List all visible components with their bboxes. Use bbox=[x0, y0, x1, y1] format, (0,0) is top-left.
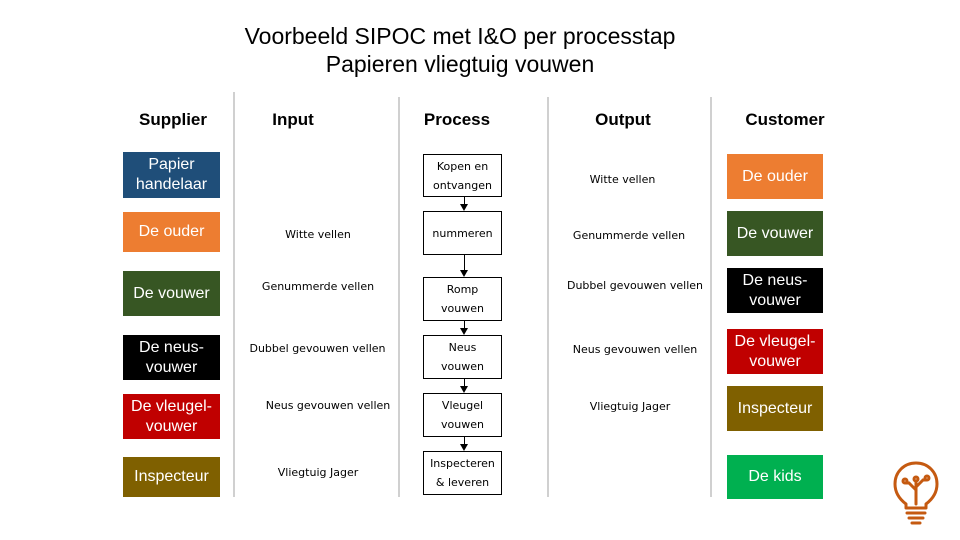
flow-arrow-line bbox=[464, 437, 465, 445]
lightbulb-icon bbox=[893, 461, 939, 525]
supplier-label: De vleugel- vouwer bbox=[131, 397, 212, 435]
flow-arrow-head bbox=[460, 386, 468, 393]
process-label: Kopen en ontvangen bbox=[433, 159, 492, 192]
input-item: Genummerde vellen bbox=[261, 280, 375, 293]
output-item: Neus gevouwen vellen bbox=[572, 343, 698, 356]
output-item: Dubbel gevouwen vellen bbox=[566, 279, 704, 292]
process-step: Inspecteren & leveren bbox=[423, 451, 502, 495]
customer-label: De vleugel- vouwer bbox=[734, 332, 816, 370]
process-step: Romp vouwen bbox=[423, 277, 502, 321]
flow-arrow-head bbox=[460, 204, 468, 211]
customer-box-de-kids: De kids bbox=[727, 455, 823, 499]
flow-arrow-head bbox=[460, 270, 468, 277]
supplier-label: Papier handelaar bbox=[135, 156, 208, 193]
supplier-label: De ouder bbox=[138, 223, 205, 240]
header-input: Input bbox=[272, 110, 314, 129]
flow-arrow-line bbox=[464, 379, 465, 387]
supplier-box-inspecteur: Inspecteur bbox=[123, 457, 220, 497]
customer-box-de-neusvouwer: De neus- vouwer bbox=[727, 268, 823, 313]
process-step: nummeren bbox=[423, 211, 502, 255]
input-item: Dubbel gevouwen vellen bbox=[249, 342, 386, 355]
column-divider bbox=[710, 97, 712, 497]
input-item: Witte vellen bbox=[285, 228, 351, 241]
customer-box-de-vleugelvouwer: De vleugel- vouwer bbox=[727, 329, 823, 374]
supplier-box-de-neusvouwer: De neus- vouwer bbox=[123, 335, 220, 380]
column-divider bbox=[398, 97, 400, 497]
supplier-label: De vouwer bbox=[133, 284, 210, 302]
supplier-box-de-ouder: De ouder bbox=[123, 212, 220, 252]
output-item: Witte vellen bbox=[589, 173, 656, 186]
customer-label: De ouder bbox=[742, 167, 808, 185]
page-subtitle: Papieren vliegtuig vouwen bbox=[325, 51, 595, 77]
flow-arrow-line bbox=[464, 197, 465, 205]
supplier-label: Inspecteur bbox=[134, 468, 209, 485]
process-label: Inspecteren & leveren bbox=[430, 457, 495, 489]
process-label: Neus vouwen bbox=[441, 341, 484, 373]
header-supplier: Supplier bbox=[138, 110, 207, 129]
customer-box-inspecteur: Inspecteur bbox=[727, 386, 823, 431]
page-title: Voorbeeld SIPOC met I&O per processtap bbox=[244, 23, 676, 49]
customer-box-de-ouder: De ouder bbox=[727, 154, 823, 199]
flow-arrow-line bbox=[464, 255, 465, 270]
customer-label: De neus- vouwer bbox=[742, 271, 808, 309]
flow-arrow-line bbox=[464, 321, 465, 329]
process-label: Vleugel vouwen bbox=[441, 399, 484, 431]
input-item: Neus gevouwen vellen bbox=[265, 399, 391, 412]
customer-label: De vouwer bbox=[736, 224, 814, 242]
flow-arrow-head bbox=[460, 444, 468, 451]
header-output: Output bbox=[595, 110, 651, 129]
process-step: Vleugel vouwen bbox=[423, 393, 502, 437]
customer-label: Inspecteur bbox=[737, 399, 813, 417]
output-item: Vliegtuig Jager bbox=[589, 400, 671, 413]
supplier-box-papier-handelaar: Papier handelaar bbox=[123, 152, 220, 198]
column-divider bbox=[547, 97, 549, 497]
process-label: Romp vouwen bbox=[441, 283, 484, 315]
process-label: nummeren bbox=[432, 226, 493, 240]
customer-box-de-vouwer: De vouwer bbox=[727, 211, 823, 256]
supplier-label: De neus- vouwer bbox=[139, 338, 204, 376]
supplier-box-de-vleugelvouwer: De vleugel- vouwer bbox=[123, 394, 220, 439]
supplier-box-de-vouwer: De vouwer bbox=[123, 271, 220, 316]
customer-label: De kids bbox=[748, 468, 802, 485]
flow-arrow-head bbox=[460, 328, 468, 335]
input-item: Vliegtuig Jager bbox=[277, 466, 359, 479]
process-step: Neus vouwen bbox=[423, 335, 502, 379]
process-step: Kopen en ontvangen bbox=[423, 154, 502, 197]
header-process: Process bbox=[423, 110, 491, 129]
header-customer: Customer bbox=[745, 110, 825, 129]
output-item: Genummerde vellen bbox=[572, 229, 686, 242]
column-divider bbox=[233, 92, 235, 497]
